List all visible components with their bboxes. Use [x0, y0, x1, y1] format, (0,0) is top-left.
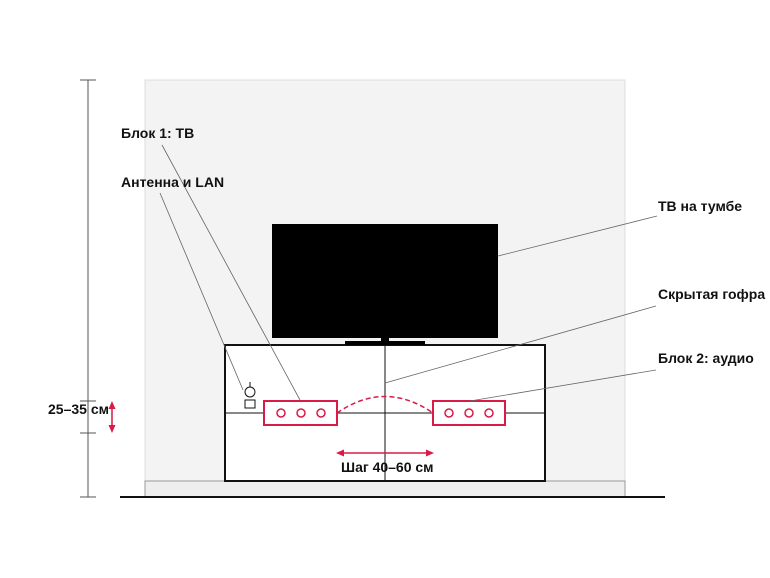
spacing-arrow — [336, 449, 434, 457]
outlet-icon — [316, 408, 326, 418]
leader-lines — [159, 144, 658, 402]
leader-block2 — [469, 369, 657, 402]
socket-block-1 — [263, 400, 338, 426]
leader-antenna — [159, 192, 244, 391]
label-hidden-conduit: Скрытая гофра — [658, 286, 765, 302]
outlet-icon — [296, 408, 306, 418]
label-block2: Блок 2: аудио — [658, 350, 754, 366]
floor-plinth — [144, 480, 626, 498]
leader-conduit — [384, 305, 657, 384]
height-arrow — [108, 401, 116, 433]
label-spacing: Шаг 40–60 см — [341, 459, 434, 475]
outlet-icon — [276, 408, 286, 418]
antenna-socket-icon — [244, 386, 256, 398]
leader-block1 — [161, 144, 301, 401]
hidden-conduit-path — [336, 395, 434, 414]
tv-stand-base — [345, 341, 425, 345]
tv-stand-neck — [381, 337, 389, 342]
lan-socket-icon — [244, 399, 256, 409]
outlet-icon — [464, 408, 474, 418]
label-height-range: 25–35 см — [48, 401, 109, 417]
antenna-lan-sockets — [244, 382, 256, 409]
label-block1: Блок 1: ТВ — [121, 125, 194, 141]
outlet-icon — [444, 408, 454, 418]
tv-screen — [272, 224, 498, 338]
label-antenna-lan: Антенна и LAN — [121, 174, 224, 190]
leader-tv — [497, 215, 658, 257]
socket-block-2 — [432, 400, 506, 426]
outlet-icon — [484, 408, 494, 418]
label-tv-on-cabinet: ТВ на тумбе — [658, 198, 742, 214]
height-dimension — [80, 79, 96, 498]
